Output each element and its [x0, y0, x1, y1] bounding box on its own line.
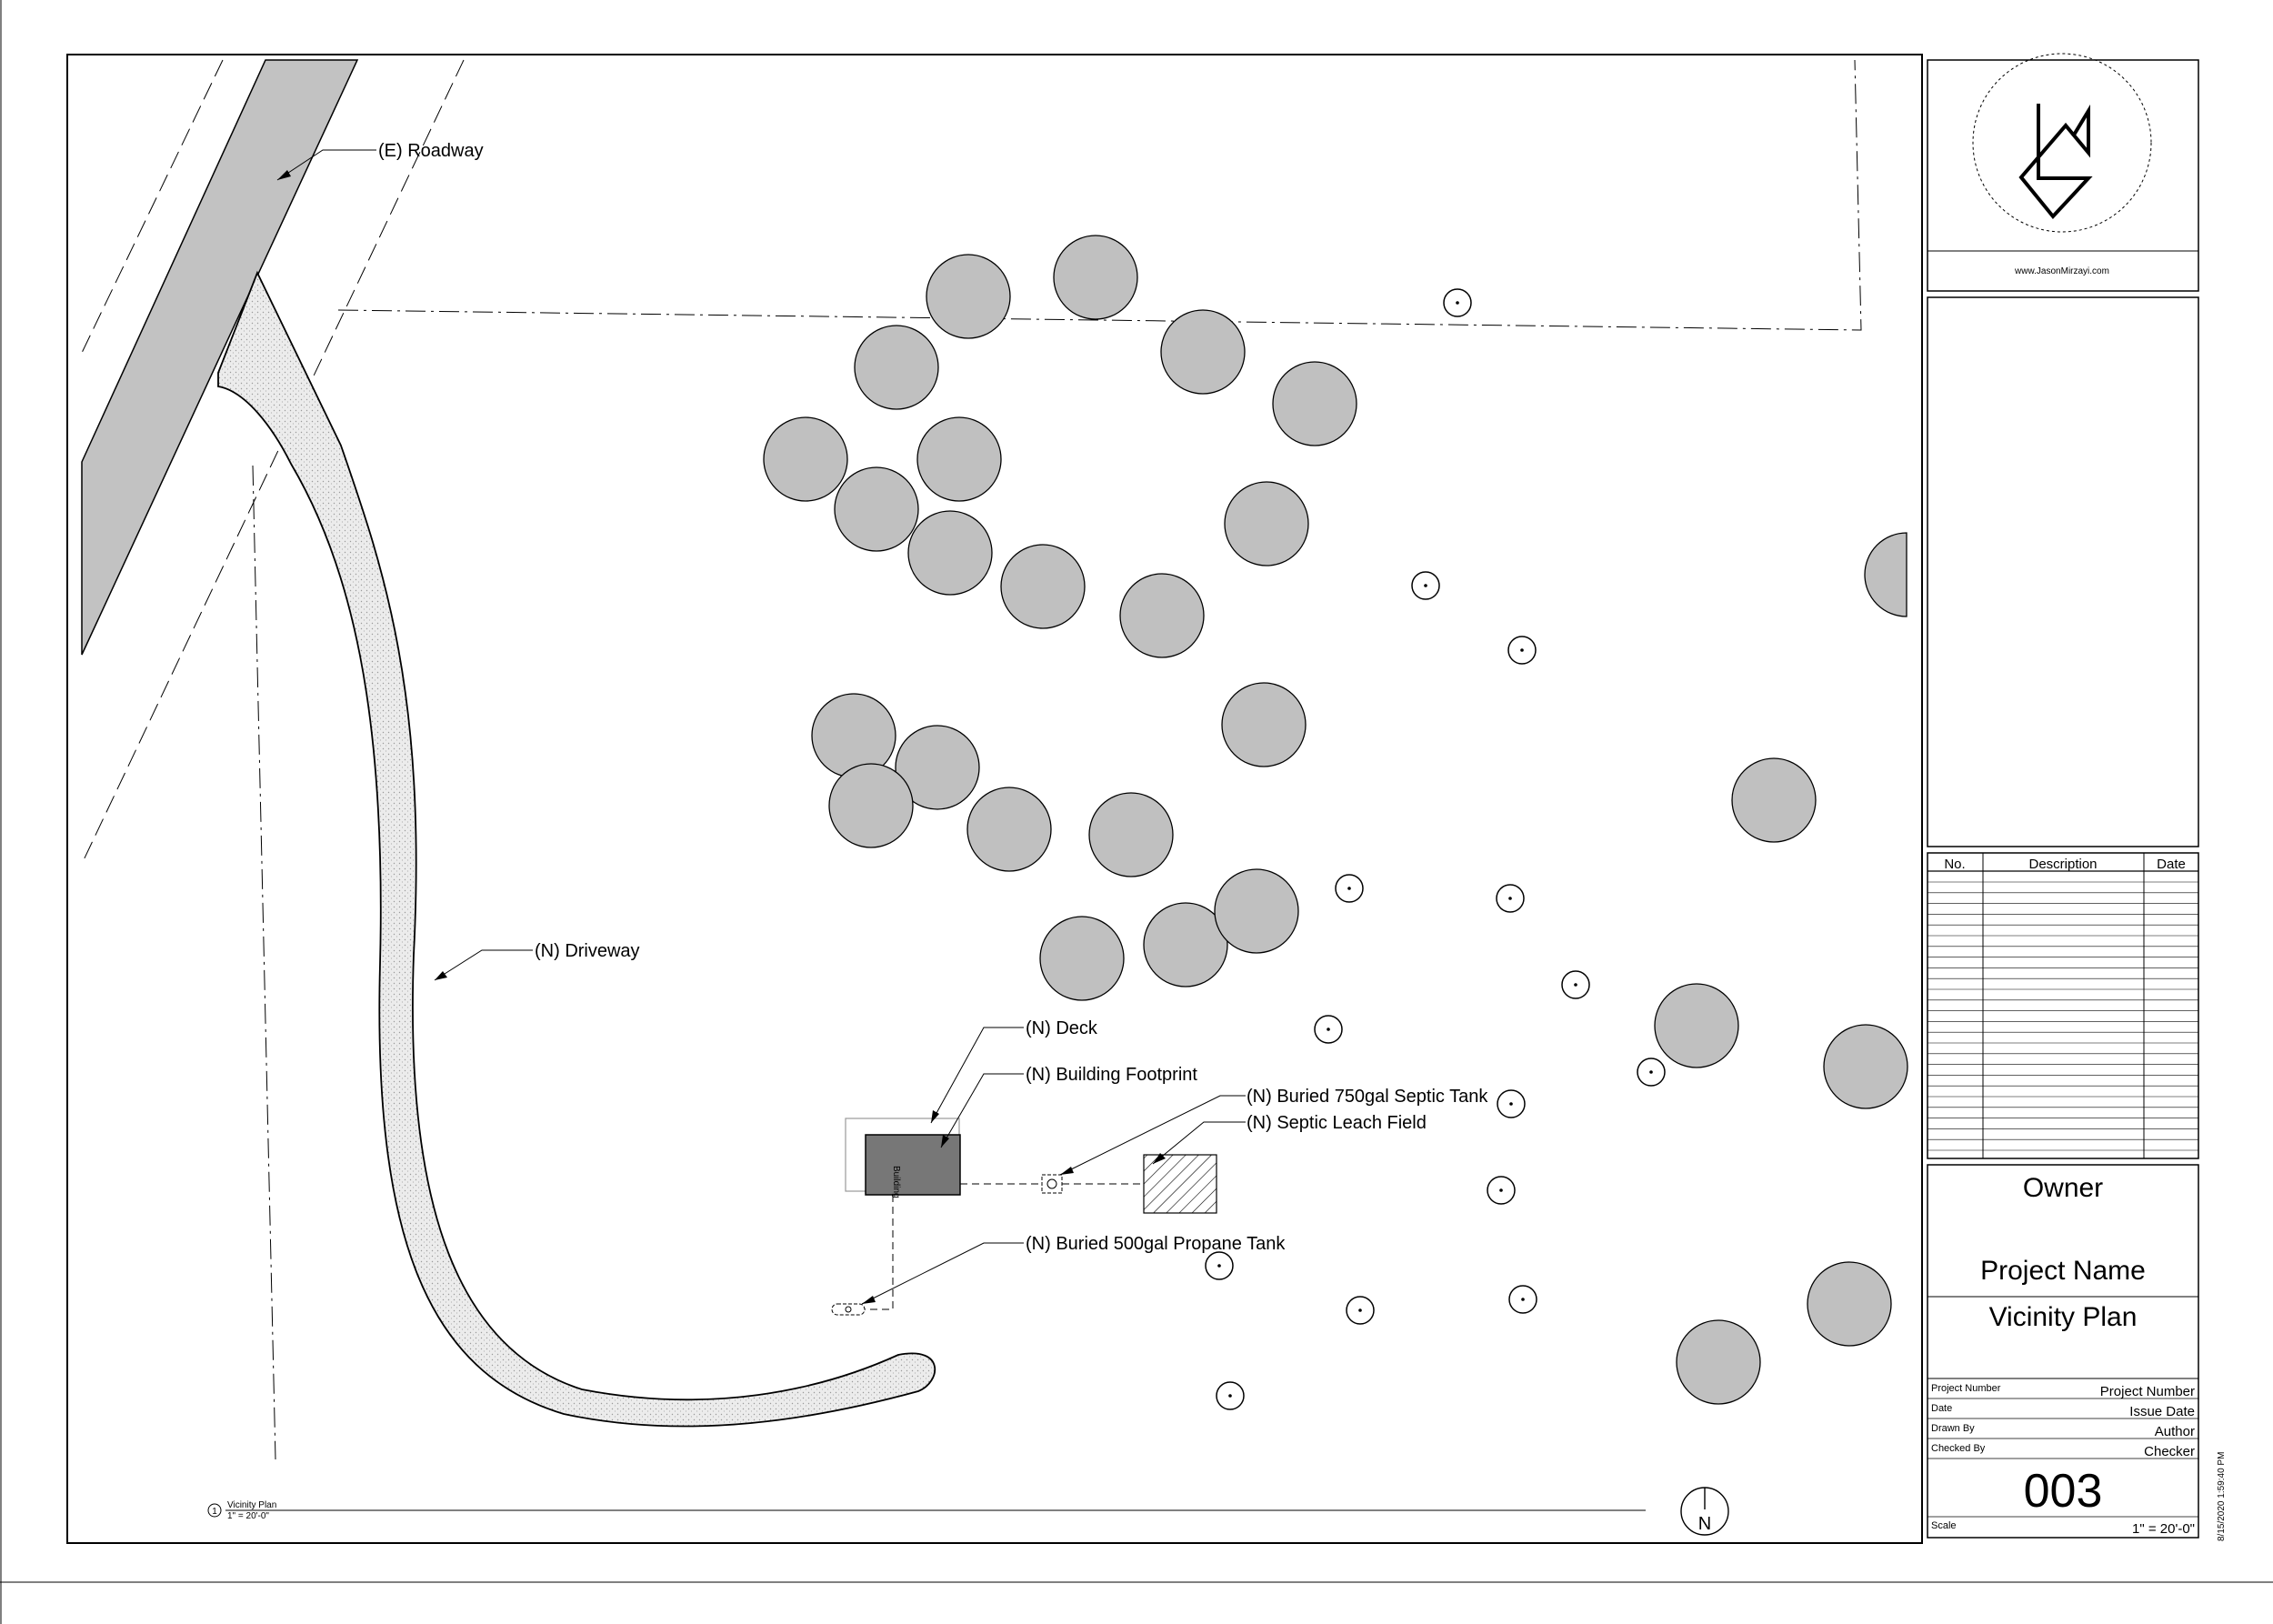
small-tree-center — [1499, 1188, 1503, 1192]
tree — [763, 416, 848, 502]
tree — [916, 416, 1002, 502]
svg-text:Vicinity Plan: Vicinity Plan — [227, 1500, 276, 1510]
project-info-panel — [1927, 1164, 2199, 1539]
septic-tank — [1041, 1174, 1063, 1194]
field-label-project-number: Project Number — [1931, 1383, 2001, 1394]
tree — [1823, 1024, 1908, 1109]
field-value-checked-by: Checker — [2144, 1444, 2195, 1459]
label-roadway: (E) Roadway — [378, 141, 484, 161]
small-tree-group — [1205, 288, 1666, 1410]
rev-header-date: Date — [2157, 857, 2186, 872]
tree — [1221, 682, 1307, 767]
rev-header-no: No. — [1944, 857, 1965, 872]
small-tree-center — [1521, 1298, 1525, 1301]
tree — [1088, 792, 1174, 877]
tree — [1160, 309, 1246, 395]
small-tree-center — [1520, 648, 1524, 652]
tree — [828, 763, 914, 848]
small-tree-center — [1327, 1028, 1330, 1031]
small-tree-center — [1649, 1070, 1653, 1074]
field-label-checked-by: Checked By — [1931, 1443, 1986, 1454]
tree — [1731, 757, 1817, 843]
tree — [966, 787, 1052, 872]
tree — [854, 325, 939, 410]
tree — [1119, 573, 1205, 658]
tree — [811, 693, 896, 778]
small-tree-center — [1228, 1394, 1232, 1398]
website: www.JasonMirzayi.com — [2014, 266, 2109, 276]
label-leach-field: (N) Septic Leach Field — [1247, 1113, 1427, 1133]
svg-text:1" = 20'-0": 1" = 20'-0" — [227, 1511, 269, 1521]
field-label-date: Date — [1931, 1403, 1952, 1414]
scale-value: 1" = 20'-0" — [2132, 1521, 2195, 1537]
tree — [1864, 532, 1908, 617]
property-line — [337, 59, 1862, 331]
revision-table: No. Description Date — [1927, 852, 2199, 1159]
label-septic-tank: (N) Buried 750gal Septic Tank — [1247, 1087, 1488, 1107]
field-value-project-number: Project Number — [2100, 1384, 2195, 1399]
tree — [895, 725, 980, 810]
field-value-drawn-by: Author — [2155, 1424, 2195, 1439]
svg-text:N: N — [1698, 1514, 1711, 1534]
logo-circle — [1972, 53, 2152, 233]
small-tree-center — [1456, 301, 1459, 305]
small-tree-center — [1358, 1308, 1362, 1312]
tree — [1676, 1319, 1761, 1405]
label-deck: (N) Deck — [1026, 1018, 1098, 1038]
tree — [907, 510, 993, 596]
tree — [926, 254, 1011, 339]
small-tree-center — [1509, 1102, 1513, 1106]
tree — [1807, 1261, 1892, 1347]
svg-text:1: 1 — [212, 1507, 217, 1517]
print-timestamp: 8/15/2020 1:59:40 PM — [2217, 1452, 2227, 1541]
existing-roadway — [81, 59, 359, 656]
small-tree-center — [1217, 1264, 1221, 1268]
row-line-right — [81, 59, 465, 865]
row-line-left — [81, 59, 224, 354]
propane-tank — [831, 1303, 866, 1316]
owner: Owner — [2023, 1173, 2103, 1203]
field-label-drawn-by: Drawn By — [1931, 1423, 1975, 1434]
label-building: (N) Building Footprint — [1026, 1065, 1197, 1085]
small-tree-center — [1424, 584, 1427, 587]
scale-label: Scale — [1931, 1520, 1957, 1531]
tree — [1654, 983, 1739, 1068]
septic-leach-field — [1143, 1154, 1217, 1214]
logo-panel — [1927, 59, 2199, 292]
tree — [1053, 235, 1138, 320]
leader-lines — [276, 149, 1246, 1305]
project-name: Project Name — [1980, 1256, 2146, 1286]
rev-header-description: Description — [2028, 857, 2097, 872]
tree — [1272, 361, 1357, 446]
sheet-number: 003 — [2024, 1465, 2103, 1518]
label-propane-tank: (N) Buried 500gal Propane Tank — [1026, 1234, 1286, 1254]
easement-line — [252, 465, 276, 1460]
field-value-date: Issue Date — [2129, 1404, 2195, 1419]
notes-panel — [1927, 296, 2199, 847]
building-footprint — [865, 1134, 961, 1196]
small-tree-center — [1574, 983, 1577, 987]
tree — [1000, 544, 1086, 629]
sheet-title: Vicinity Plan — [1989, 1302, 2138, 1332]
driveway — [217, 270, 936, 1428]
leader-arrows — [277, 170, 1166, 1304]
vicinity-plan: Building — [81, 59, 1908, 1536]
label-driveway: (N) Driveway — [535, 941, 640, 961]
title-block: www.JasonMirzayi.com No. Description Dat… — [1921, 53, 2227, 1543]
logo-mark-icon — [2018, 104, 2093, 220]
building-tag: Building — [891, 1166, 901, 1198]
view-title: 1 Vicinity Plan 1" = 20'-0" — [207, 1500, 1646, 1521]
small-tree-center — [1508, 897, 1512, 900]
tree — [834, 466, 919, 552]
tree — [1214, 868, 1299, 954]
tree-group — [763, 235, 1908, 1405]
tree — [1039, 916, 1125, 1001]
north-arrow: N — [1680, 1487, 1729, 1536]
tree — [1143, 902, 1228, 987]
small-tree-center — [1347, 887, 1351, 890]
tree — [1224, 481, 1309, 566]
